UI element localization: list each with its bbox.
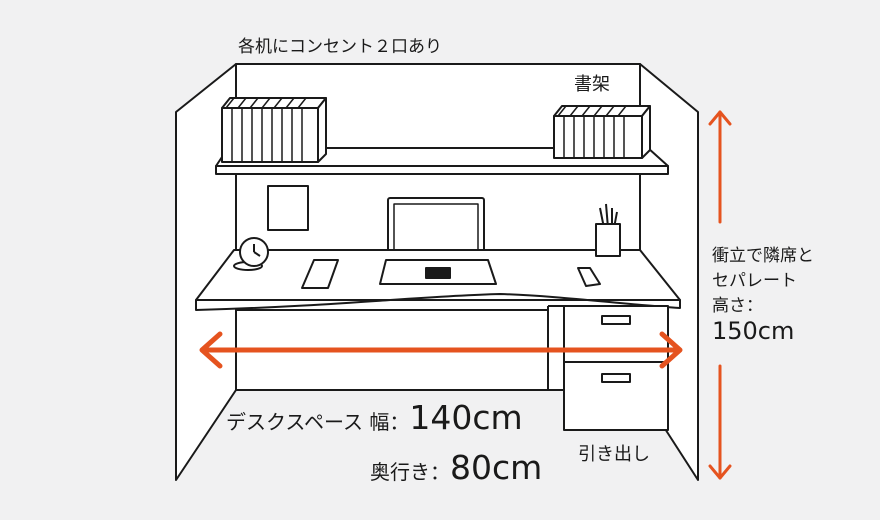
desk-depth-value: 80cm — [450, 448, 543, 487]
desk-front — [195, 293, 681, 311]
alarm-clock-icon — [233, 237, 269, 271]
partition-line1: 衝立で隣席と — [712, 246, 814, 266]
desk-depth-label: 奥行き：80cm — [370, 448, 542, 487]
width-arrow — [199, 331, 683, 369]
drawer-cabinet — [547, 305, 669, 431]
desk-width-text: デスクスペース 幅： — [226, 410, 410, 434]
touchpad — [425, 267, 451, 279]
height-arrow — [708, 110, 732, 480]
desk-width-label: デスクスペース 幅：140cm — [226, 398, 523, 437]
desk-width-value: 140cm — [409, 398, 523, 437]
partition-label: 衝立で隣席と セパレート 高さ： 150cm — [712, 244, 814, 344]
partition-line3: 高さ： — [712, 296, 763, 316]
books-right — [553, 105, 651, 159]
mouse — [577, 267, 601, 287]
laptop — [387, 197, 485, 261]
outlet-label: 各机にコンセント２口あり — [238, 37, 442, 57]
drawer-label: 引き出し — [578, 444, 650, 465]
desk-depth-text: 奥行き： — [370, 460, 450, 484]
shelf-label: 書架 — [574, 74, 610, 95]
partition-line2: セパレート — [712, 271, 797, 291]
wall-notice — [267, 185, 309, 231]
partition-height: 150cm — [712, 317, 795, 345]
books-left — [221, 97, 327, 163]
pen-holder-icon — [595, 203, 621, 257]
notepad — [301, 259, 339, 289]
